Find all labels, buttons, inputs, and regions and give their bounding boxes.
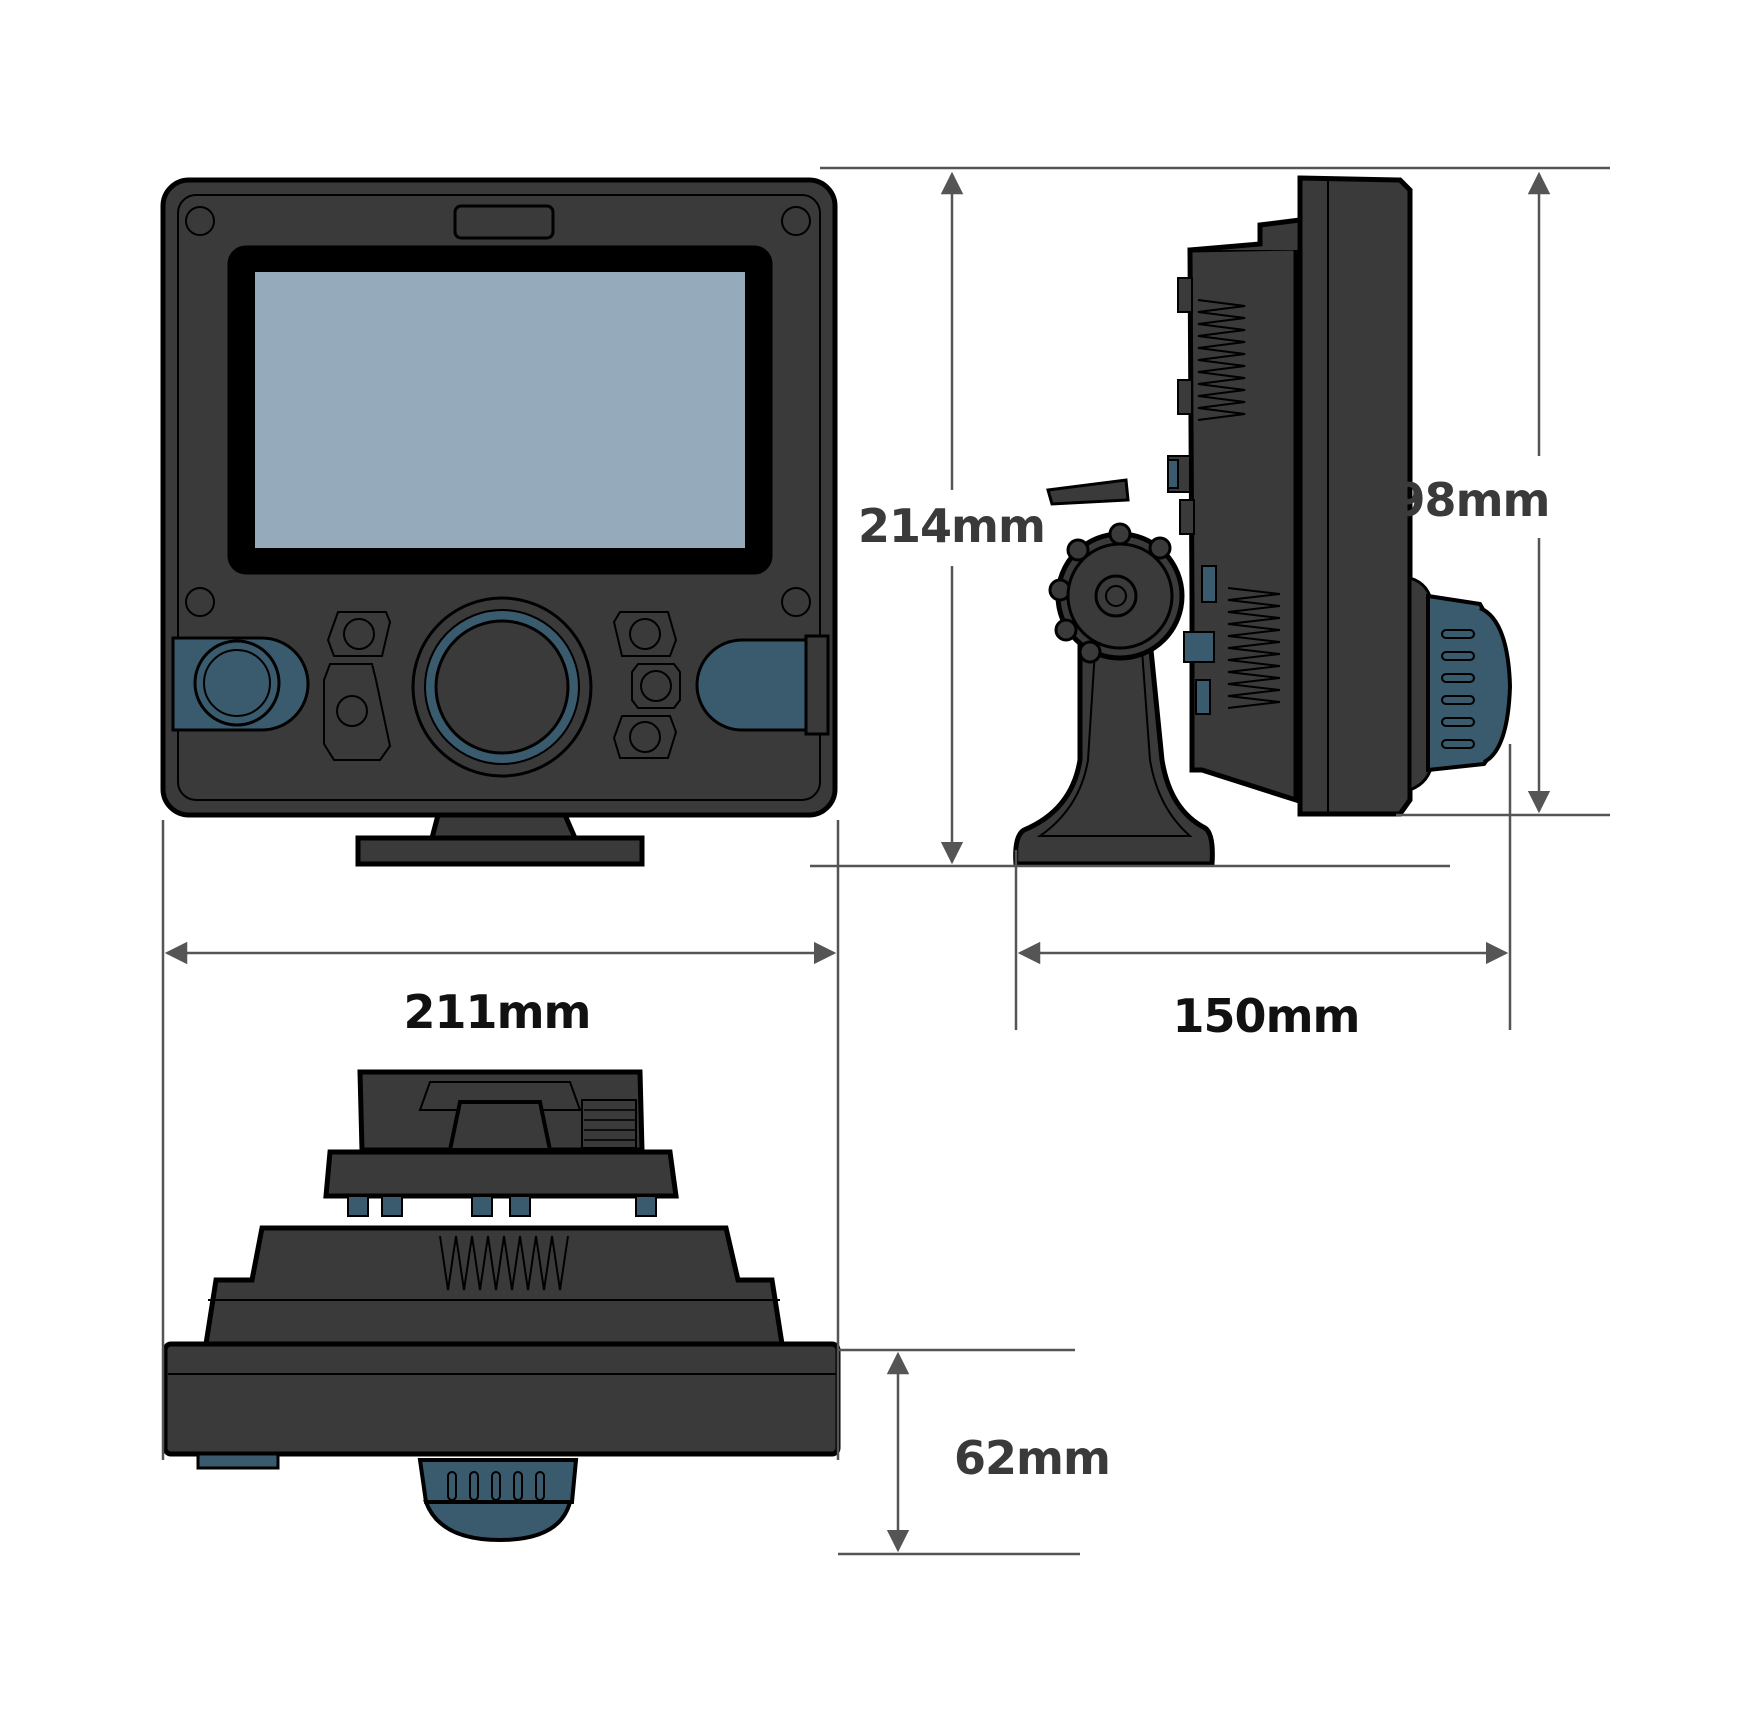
side-rotary-knob <box>1408 575 1513 793</box>
dim-label-62: 62mm <box>954 1431 1110 1485</box>
right-button-cluster <box>612 611 681 759</box>
dim-label-214: 214mm <box>858 499 1045 553</box>
side-mount-arm <box>1046 478 1130 506</box>
left-button-cluster <box>323 611 392 761</box>
dimension-lines <box>161 166 1610 1556</box>
side-connectors <box>1167 277 1217 715</box>
top-slot <box>453 204 555 240</box>
bottom-mid-layer <box>323 1149 679 1199</box>
front-stand <box>355 812 645 867</box>
rotary-knob <box>411 596 593 778</box>
swivel-knob <box>1048 522 1185 664</box>
menu-key <box>695 638 808 732</box>
bottom-heat-sink <box>439 1235 569 1291</box>
bottom-front-panel <box>162 1341 841 1457</box>
front-view <box>160 177 838 867</box>
side-stand <box>1013 637 1215 867</box>
side-view <box>1013 175 1513 867</box>
dim-label-198: 198mm <box>1363 473 1550 527</box>
dim-label-150: 150mm <box>1173 989 1360 1043</box>
bottom-rotary-knob <box>417 1458 579 1543</box>
dim-label-211: 211mm <box>404 985 591 1039</box>
bottom-view <box>162 1069 841 1543</box>
heat-sink <box>1197 299 1281 709</box>
screw-icon <box>185 206 811 617</box>
display-screen <box>255 272 745 548</box>
bottom-connectors <box>347 1195 657 1217</box>
bottom-rear-housing <box>203 1225 785 1347</box>
